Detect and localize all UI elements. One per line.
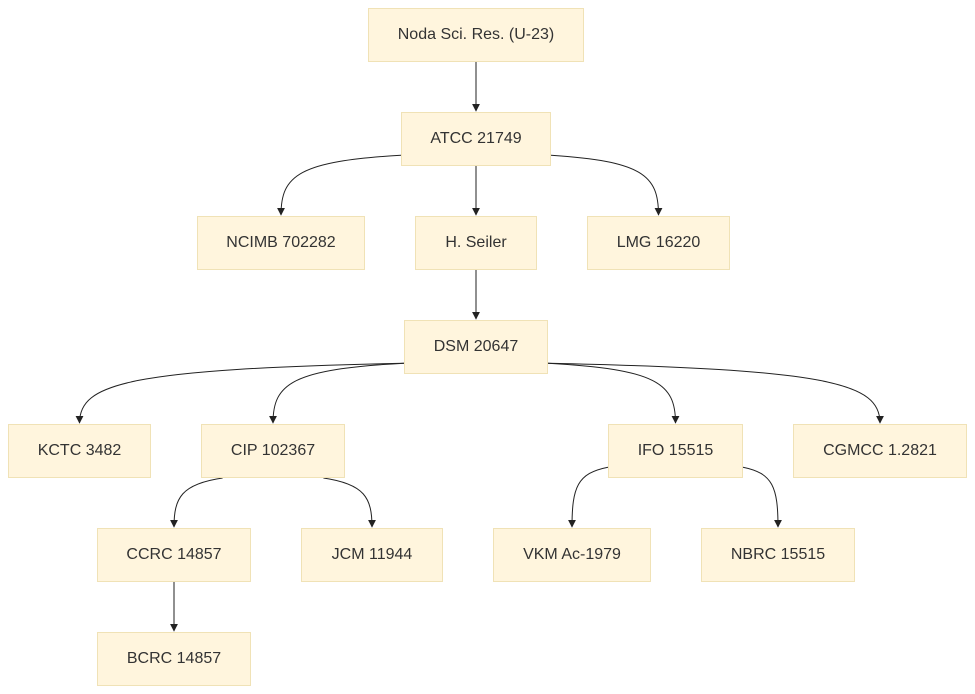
node-atcc: ATCC 21749	[401, 112, 551, 166]
node-noda: Noda Sci. Res. (U-23)	[368, 8, 584, 62]
node-cip: CIP 102367	[201, 424, 345, 478]
node-ifo: IFO 15515	[608, 424, 743, 478]
edge-dsm-to-ifo	[547, 362, 680, 424]
node-kctc: KCTC 3482	[8, 424, 151, 478]
node-ccrc: CCRC 14857	[97, 528, 251, 582]
node-ncimb: NCIMB 702282	[197, 216, 365, 270]
node-seiler: H. Seiler	[415, 216, 537, 270]
node-dsm: DSM 20647	[404, 320, 548, 374]
node-jcm: JCM 11944	[301, 528, 443, 582]
edge-ifo-to-vkm	[568, 466, 609, 528]
node-cgmcc: CGMCC 1.2821	[793, 424, 967, 478]
edge-dsm-to-kctc	[75, 362, 405, 424]
node-nbrc: NBRC 15515	[701, 528, 855, 582]
edge-ifo-to-nbrc	[742, 466, 782, 528]
edge-atcc-to-ncimb	[277, 154, 402, 216]
edge-dsm-to-cgmcc	[547, 362, 884, 424]
node-lmg: LMG 16220	[587, 216, 730, 270]
edge-cip-to-jcm	[323, 477, 376, 528]
edge-atcc-to-lmg	[550, 154, 663, 216]
edge-cip-to-ccrc	[170, 477, 223, 528]
node-bcrc: BCRC 14857	[97, 632, 251, 686]
node-vkm: VKM Ac-1979	[493, 528, 651, 582]
edge-dsm-to-cip	[269, 362, 405, 424]
